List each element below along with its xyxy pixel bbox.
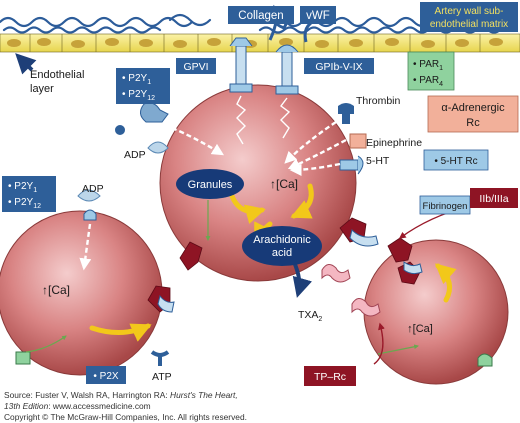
platelet-left: [0, 210, 163, 376]
svg-text:• P2X: • P2X: [93, 371, 119, 382]
5ht-receptor: [339, 155, 364, 175]
svg-text:IIb/IIIa: IIb/IIIa: [479, 193, 508, 205]
white-dashed-arrows: [79, 121, 347, 271]
svg-text:Fibrinogen: Fibrinogen: [423, 201, 468, 212]
svg-text:GPVI: GPVI: [183, 61, 208, 73]
p2y-receptor-right: [477, 353, 493, 367]
atp-label: ATP: [152, 371, 172, 383]
gpib-receptor: [275, 44, 299, 95]
iib-iiia-label: IIb/IIIa: [470, 188, 518, 208]
source-caption: Source: Fuster V, Walsh RA, Harrington R…: [4, 390, 238, 400]
granules-oval: Granules: [176, 169, 244, 199]
thrombin-label: Thrombin: [356, 95, 401, 107]
epinephrine-label: Epinephrine: [366, 137, 422, 149]
svg-text:• P2Y12: • P2Y12: [122, 89, 155, 102]
gpib-label: GPIb-V-IX: [304, 58, 374, 74]
svg-text:• PAR4: • PAR4: [413, 75, 443, 88]
atp-molecule: [150, 350, 170, 366]
blue-arrows: [15, 53, 313, 298]
svg-text:GPIb-V-IX: GPIb-V-IX: [315, 61, 362, 73]
p2y-receptor-top: [115, 102, 169, 135]
alpha-adrenergic-receptor: [349, 133, 367, 149]
tp-receptor: [321, 264, 381, 317]
ca-label-main: ↑[Ca]: [270, 177, 298, 191]
vwf-label: vWF: [300, 6, 336, 24]
svg-text:• 5-HT Rc: • 5-HT Rc: [434, 156, 477, 167]
svg-text:Arachidonic: Arachidonic: [253, 234, 311, 246]
svg-text:• P2Y12: • P2Y12: [8, 197, 41, 210]
svg-text:Rc: Rc: [466, 117, 480, 129]
par-receptor: [338, 103, 354, 124]
green-arrows: [25, 200, 419, 355]
gpvi-receptor: [229, 37, 253, 93]
endothelial-label: Endothelial layer: [30, 69, 84, 95]
txa2-label: TXA2: [298, 309, 322, 323]
svg-text:• P2Y1: • P2Y1: [8, 181, 37, 194]
ca-label-right: ↑[Ca]: [407, 323, 433, 335]
par-label: • PAR1 • PAR4: [407, 51, 455, 91]
ca-label-left: ↑[Ca]: [42, 283, 70, 297]
adp-label-left: ADP: [82, 183, 104, 195]
svg-text:TP–Rc: TP–Rc: [314, 371, 346, 383]
5ht-label: 5-HT: [366, 155, 390, 167]
adp-molecule-top: [147, 141, 169, 154]
p2x-receptor: [15, 351, 31, 365]
edition-caption: 13th Edition: www.accessmedicine.com: [4, 401, 151, 411]
adp-molecule-left: [77, 189, 101, 221]
alpha-adrenergic-label: α-Adrenergic Rc: [427, 95, 519, 133]
svg-text:Endothelial: Endothelial: [30, 69, 84, 81]
adp-label-top: ADP: [124, 149, 146, 161]
svg-text:α-Adrenergic: α-Adrenergic: [441, 102, 505, 114]
svg-text:vWF: vWF: [306, 10, 330, 22]
matrix-label: Artery wall sub- endothelial matrix: [420, 2, 518, 32]
svg-text:Granules: Granules: [188, 179, 233, 191]
copyright-caption: Copyright © The McGraw-Hill Companies, I…: [4, 412, 247, 422]
p2y-label-top: • P2Y1 • P2Y12: [116, 68, 170, 104]
svg-text:layer: layer: [30, 83, 54, 95]
collagen-label: Collagen: [228, 6, 294, 24]
svg-text:• PAR1: • PAR1: [413, 59, 443, 72]
5ht-rc-label: • 5-HT Rc: [423, 149, 489, 171]
svg-text:endothelial matrix: endothelial matrix: [430, 19, 508, 30]
svg-text:Collagen: Collagen: [238, 10, 283, 22]
arachidonic-acid-oval: Arachidonic acid: [242, 226, 322, 266]
p2x-label: • P2X: [86, 366, 126, 384]
signal-zigzags: [236, 95, 291, 145]
fibrinogen-bridges: [157, 229, 423, 313]
p2y-label-left: • P2Y1 • P2Y12: [2, 176, 56, 212]
gpvi-label: GPVI: [176, 58, 216, 74]
svg-text:• P2Y1: • P2Y1: [122, 73, 151, 86]
svg-text:Artery wall sub-: Artery wall sub-: [435, 6, 504, 17]
tp-rc-label: TP–Rc: [304, 366, 356, 386]
fibrinogen-label: Fibrinogen: [419, 195, 471, 215]
svg-text:acid: acid: [272, 247, 292, 259]
